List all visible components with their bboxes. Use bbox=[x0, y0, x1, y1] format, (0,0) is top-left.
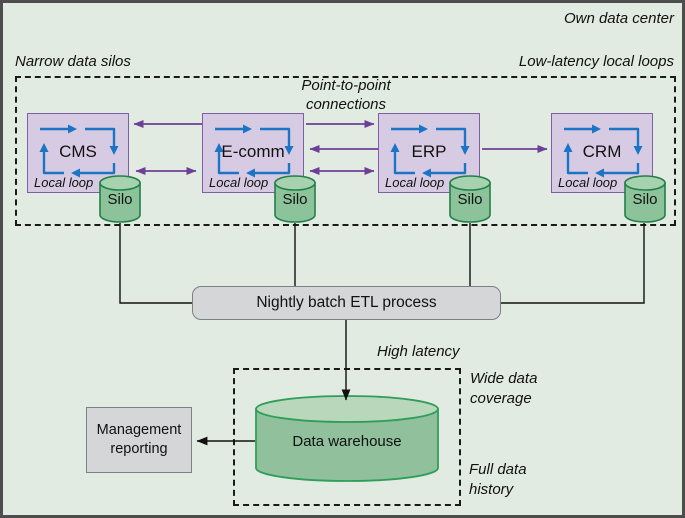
local-loop-label: Local loop bbox=[385, 175, 445, 190]
line-crm-silo-to-etl bbox=[501, 223, 645, 304]
database-icon bbox=[449, 175, 491, 223]
point-to-point-line2: connections bbox=[305, 96, 387, 113]
silo-label: Silo bbox=[282, 191, 308, 208]
full-data-line2: history bbox=[469, 481, 514, 498]
local-loop-icon bbox=[390, 124, 470, 178]
system-name: CRM bbox=[582, 142, 622, 162]
wide-data-coverage-label: Wide data coverage bbox=[470, 369, 537, 409]
system-name: E-comm bbox=[221, 142, 285, 162]
silo-cylinder-erp: Silo bbox=[449, 175, 491, 223]
database-icon bbox=[274, 175, 316, 223]
system-box-ecomm: E-comm Local loop bbox=[202, 113, 304, 193]
system-name: ERP bbox=[411, 142, 447, 162]
local-loop-label: Local loop bbox=[34, 175, 94, 190]
local-loop-icon bbox=[214, 124, 294, 178]
system-name: CMS bbox=[59, 142, 97, 162]
data-warehouse-cylinder: Data warehouse bbox=[255, 395, 439, 483]
reporting-line1: Management bbox=[96, 422, 182, 438]
reporting-line2: reporting bbox=[110, 441, 168, 457]
silo-label: Silo bbox=[457, 191, 483, 208]
wide-data-line2: coverage bbox=[470, 390, 532, 407]
low-latency-local-loops-label: Low-latency local loops bbox=[518, 53, 674, 70]
database-icon bbox=[255, 395, 439, 482]
silos-dashed-region bbox=[15, 76, 676, 226]
full-data-history-label: Full data history bbox=[469, 460, 527, 500]
local-loop-label: Local loop bbox=[209, 175, 269, 190]
local-loop-icon bbox=[39, 124, 119, 178]
silo-label: Silo bbox=[107, 191, 133, 208]
full-data-line1: Full data bbox=[469, 461, 527, 478]
local-loop-icon bbox=[563, 124, 643, 178]
local-loop-label: Local loop bbox=[558, 175, 618, 190]
etl-process-label: Nightly batch ETL process bbox=[256, 294, 437, 311]
point-to-point-label: Point-to-point connections bbox=[273, 76, 419, 114]
silo-cylinder-cms: Silo bbox=[99, 175, 141, 223]
database-icon bbox=[99, 175, 141, 223]
warehouse-dashed-region bbox=[233, 368, 461, 506]
narrow-data-silos-label: Narrow data silos bbox=[15, 53, 131, 70]
management-reporting-label: Management reporting bbox=[97, 421, 182, 459]
own-data-center-label: Own data center bbox=[563, 10, 674, 27]
point-to-point-line1: Point-to-point bbox=[301, 77, 391, 94]
silo-cylinder-crm: Silo bbox=[624, 175, 666, 223]
database-icon bbox=[624, 175, 666, 223]
management-reporting-box: Management reporting bbox=[86, 407, 192, 473]
line-cms-silo-to-etl bbox=[119, 223, 192, 304]
silo-cylinder-ecomm: Silo bbox=[274, 175, 316, 223]
high-latency-label: High latency bbox=[377, 343, 460, 360]
silo-label: Silo bbox=[632, 191, 658, 208]
etl-process-box: Nightly batch ETL process bbox=[192, 286, 501, 320]
data-warehouse-label: Data warehouse bbox=[292, 433, 402, 450]
wide-data-line1: Wide data bbox=[470, 370, 538, 387]
